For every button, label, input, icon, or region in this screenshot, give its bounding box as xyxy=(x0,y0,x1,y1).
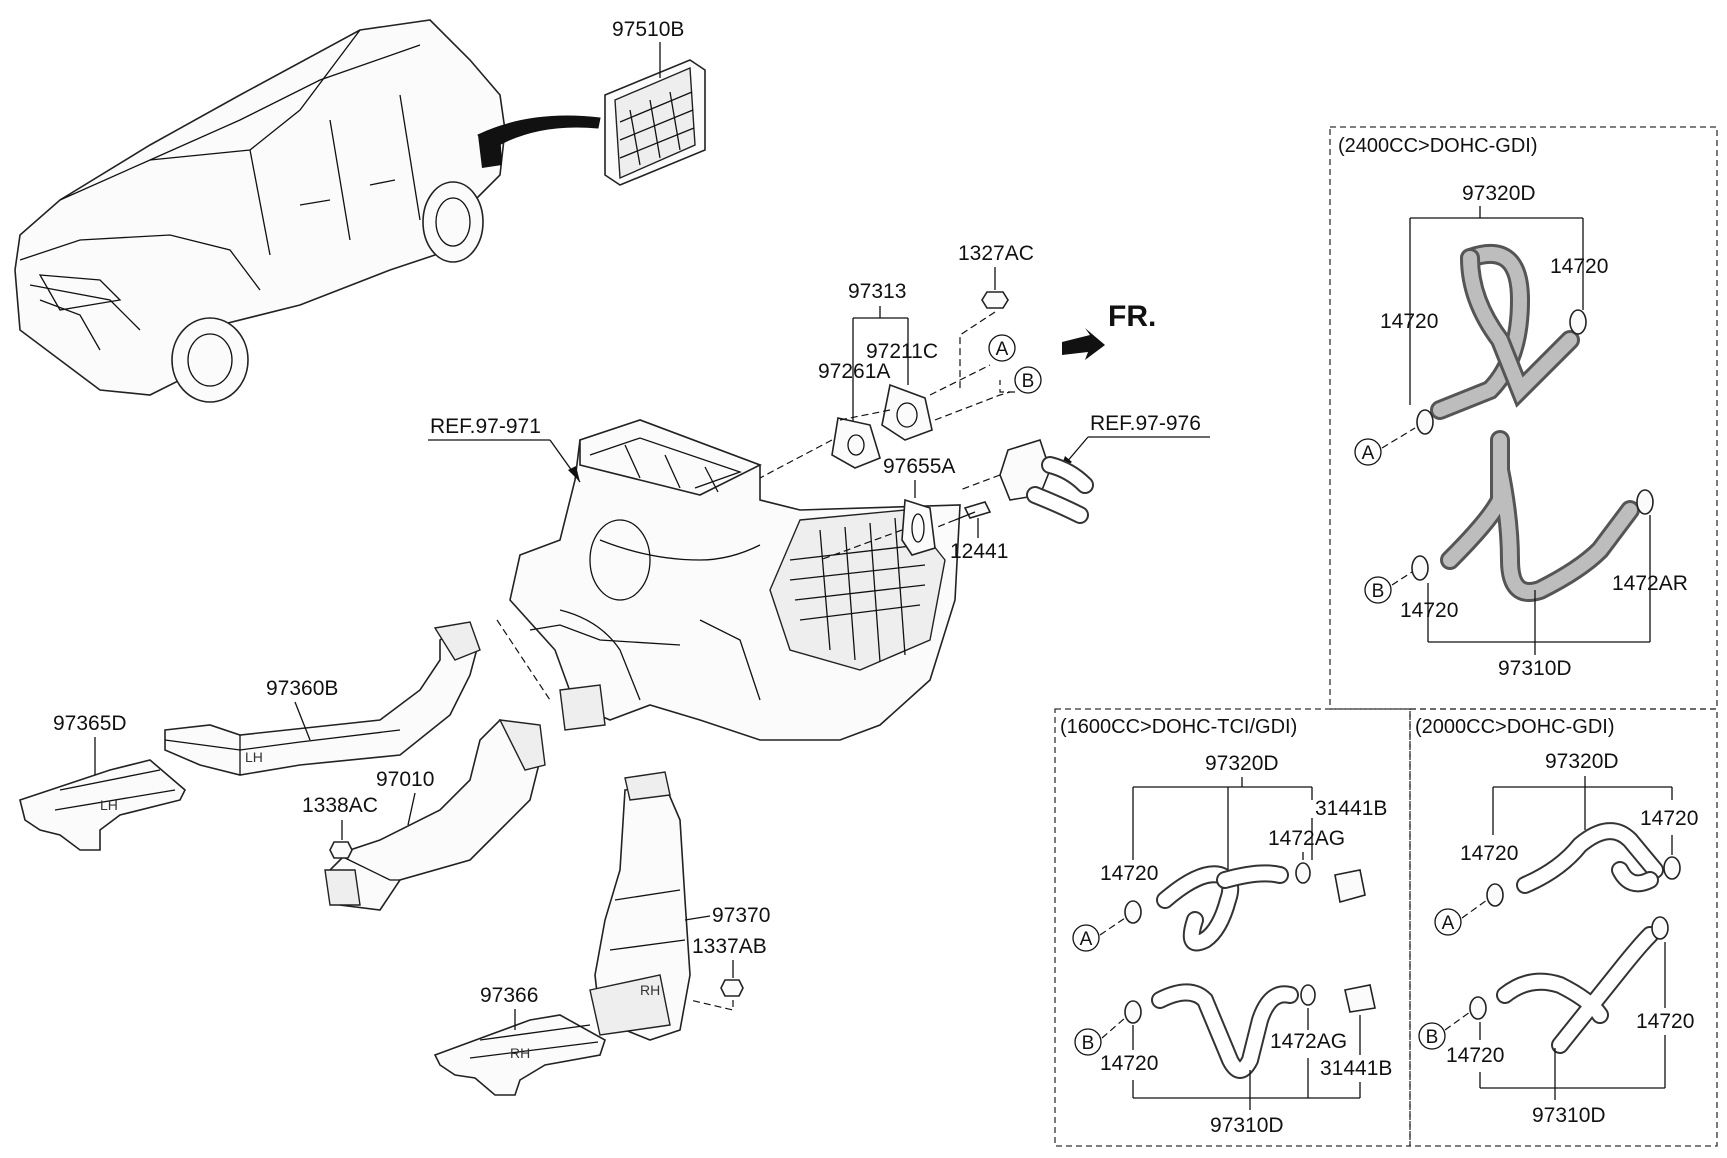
callout-b-circle xyxy=(1014,366,1042,394)
panel-2000cc-title: (2000CC>DOHC-GDI) xyxy=(1415,716,1614,738)
panel-1600cc-callout-a-label: A xyxy=(1080,929,1093,950)
panel-1600cc-connector-lower-label: 31441B xyxy=(1320,1057,1392,1080)
svg-text:RH: RH xyxy=(640,982,660,998)
panel-2000cc-callout-b xyxy=(1418,1022,1446,1050)
panel-1600cc-connector-upper xyxy=(1334,869,1366,904)
panel-2000cc-lower-hose xyxy=(1496,926,1659,1054)
cabin-air-filter xyxy=(604,59,706,186)
panel-2400cc-clamp-b-label: 14720 xyxy=(1400,599,1458,622)
panel-2000cc-clamp-b-label: 14720 xyxy=(1446,1044,1504,1067)
panel-2400cc-lower-hose-label: 97310D xyxy=(1498,657,1572,680)
callout-a-label: A xyxy=(996,339,1009,360)
panel-1600cc-connector-lower xyxy=(1344,984,1376,1013)
part-label-97655A: 97655A xyxy=(883,455,955,478)
bolt-12441 xyxy=(963,501,992,519)
svg-text:LH: LH xyxy=(100,797,118,813)
part-label-97261A: 97261A xyxy=(818,360,890,383)
duct-97360B: LH xyxy=(164,621,481,776)
panel-2000cc-lower-hose-label: 97310D xyxy=(1532,1104,1606,1127)
callout-a-circle xyxy=(988,334,1016,362)
panel-1600cc-clamp-ag-upper xyxy=(1295,862,1311,884)
duct-97365D: LH xyxy=(19,759,186,851)
duct-97370: RH xyxy=(589,771,691,1041)
part-label-1337AB: 1337AB xyxy=(692,935,767,958)
panel-1600cc-clamp-ag-lower-label: 1472AG xyxy=(1270,1030,1347,1053)
panel-2000cc-clamp-b xyxy=(1469,996,1487,1020)
part-label-97370: 97370 xyxy=(712,904,770,927)
panel-2000cc-clamp-a xyxy=(1486,883,1504,907)
duct-97010 xyxy=(324,719,546,911)
panel-2400cc-callout-a xyxy=(1354,438,1382,466)
panel-2000cc-upper-hose xyxy=(1516,822,1664,894)
front-arrow-icon xyxy=(1062,328,1105,360)
panel-2400cc-upper-hose xyxy=(1430,243,1580,420)
panel-1600cc-clamp-a xyxy=(1124,900,1142,924)
gasket-97261A xyxy=(831,417,881,469)
panel-2400cc-callout-b-label: B xyxy=(1372,581,1385,602)
vehicle-illustration xyxy=(14,19,601,403)
part-label-97366: 97366 xyxy=(480,984,538,1007)
panel-2400cc-callout-a-label: A xyxy=(1362,443,1375,464)
panel-1600cc-connector-upper-label: 31441B xyxy=(1315,797,1387,820)
panel-1600cc-callout-a xyxy=(1072,924,1100,952)
panel-2400cc-clamp-right-label: 14720 xyxy=(1550,255,1608,278)
front-label: FR. xyxy=(1108,300,1156,333)
panel-2400cc-clamp-a xyxy=(1416,409,1434,435)
panel-1600cc-lower-hose-label: 97310D xyxy=(1210,1114,1284,1137)
panel-1600cc-callout-b-label: B xyxy=(1082,1033,1095,1054)
part-label-97510B: 97510B xyxy=(612,18,684,41)
panel-1600cc-clamp-ag-upper-label: 1472AG xyxy=(1268,827,1345,850)
part-label-12441: 12441 xyxy=(950,540,1008,563)
panel-2000cc-frame xyxy=(1409,708,1718,1147)
panel-2000cc-clamp-left-label: 14720 xyxy=(1460,842,1518,865)
ref-label-97-971: REF.97-971 xyxy=(430,415,541,438)
part-label-1338AC: 1338AC xyxy=(302,794,378,817)
panel-2000cc-clamp-right-label: 14720 xyxy=(1640,807,1698,830)
panel-2400cc-title: (2400CC>DOHC-GDI) xyxy=(1338,135,1537,157)
callout-b-label: B xyxy=(1022,371,1035,392)
panel-1600cc-upper-hose xyxy=(1156,864,1289,952)
panel-2000cc-clamp-lower-right-label: 14720 xyxy=(1636,1010,1694,1033)
hvac-unit xyxy=(509,419,961,741)
panel-2000cc-callout-b-label: B xyxy=(1426,1027,1439,1048)
duct-97366: RH xyxy=(433,1014,606,1096)
part-label-97365D: 97365D xyxy=(53,712,127,735)
panel-2400cc-clamp-left-label: 14720 xyxy=(1380,310,1438,333)
nut-1338AC xyxy=(329,841,353,859)
ref-label-97-976: REF.97-976 xyxy=(1090,412,1201,435)
panel-2000cc-clamp-lower-right xyxy=(1651,916,1669,940)
panel-2000cc-upper-hose-label: 97320D xyxy=(1545,750,1619,773)
panel-1600cc-clamp-b-label: 14720 xyxy=(1100,1052,1158,1075)
part-label-97010: 97010 xyxy=(376,768,434,791)
panel-1600cc-clamp-a-label: 14720 xyxy=(1100,862,1158,885)
gasket-97655A xyxy=(901,498,936,556)
panel-1600cc-clamp-b xyxy=(1124,1000,1142,1024)
panel-1600cc-clamp-ag-lower xyxy=(1300,984,1316,1006)
gasket-97211C xyxy=(881,383,933,441)
panel-2400cc-callout-b xyxy=(1364,576,1392,604)
panel-2400cc-upper-hose-label: 97320D xyxy=(1462,182,1536,205)
panel-2000cc-clamp-upper-right xyxy=(1663,856,1681,880)
panel-1600cc-title: (1600CC>DOHC-TCI/GDI) xyxy=(1060,716,1297,738)
panel-1600cc-callout-b xyxy=(1074,1028,1102,1056)
panel-1600cc-frame xyxy=(1054,708,1411,1147)
panel-1600cc-lower-hose xyxy=(1151,983,1299,1079)
panel-2400cc-frame xyxy=(1329,126,1718,710)
part-label-1327AC: 1327AC xyxy=(958,242,1034,265)
svg-text:LH: LH xyxy=(245,749,263,765)
panel-2400cc-clamp-b xyxy=(1411,555,1429,581)
part-label-97211C: 97211C xyxy=(866,340,938,363)
svg-text:RH: RH xyxy=(510,1045,530,1061)
panel-2400cc-clamp-upper-right xyxy=(1569,309,1587,335)
part-label-97360B: 97360B xyxy=(266,677,338,700)
nut-1327AC xyxy=(981,291,1009,309)
panel-2400cc-clamp-ar xyxy=(1636,489,1654,515)
panel-2000cc-callout-a xyxy=(1434,908,1462,936)
panel-2400cc-lower-hose xyxy=(1440,430,1640,602)
nut-1337AB xyxy=(720,979,744,997)
part-label-97313: 97313 xyxy=(848,280,906,303)
panel-1600cc-upper-hose-label: 97320D xyxy=(1205,752,1279,775)
panel-2000cc-callout-a-label: A xyxy=(1442,913,1455,934)
